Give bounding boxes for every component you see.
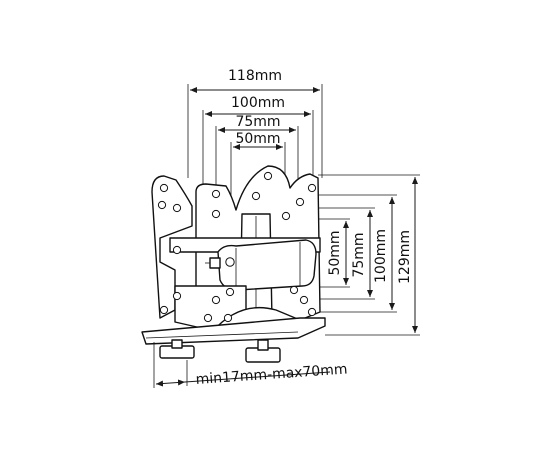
strap-knob: [209, 257, 221, 269]
width-label-100: 100mm: [231, 95, 285, 111]
clamp-foot-left: [159, 339, 195, 359]
height-label-100: 100mm: [373, 229, 389, 283]
height-dimension-100: 100mm: [312, 194, 397, 313]
width-label-118: 118mm: [228, 68, 282, 84]
height-label-129: 129mm: [397, 230, 413, 284]
width-label-75: 75mm: [235, 114, 280, 130]
height-label-50: 50mm: [327, 230, 343, 275]
mount-bracket-drawing: [141, 165, 326, 363]
width-label-50: 50mm: [235, 131, 280, 147]
mounting-holes: [157, 171, 317, 323]
height-dimension-129: 129mm: [318, 174, 420, 336]
clamp-range-label: min17mm-max70mm: [195, 361, 348, 388]
clamp-foot-right: [245, 339, 281, 363]
height-dimension-50: 50mm: [296, 218, 350, 288]
width-dimension-118: 118mm: [187, 68, 323, 178]
base-tray: [141, 317, 326, 345]
height-label-75: 75mm: [351, 232, 367, 277]
back-plate: [151, 175, 193, 319]
